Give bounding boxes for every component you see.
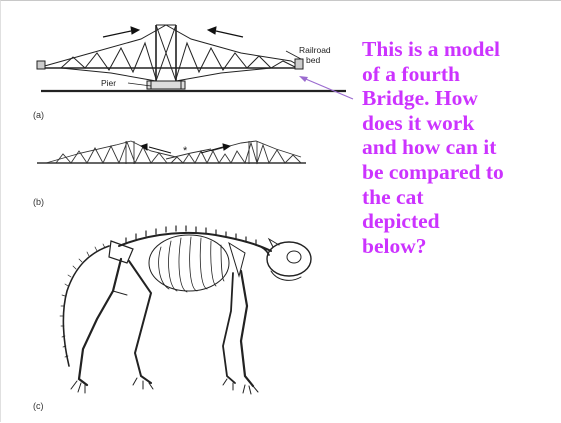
- caption-line: the cat: [362, 184, 424, 209]
- caption-line: of a fourth: [362, 61, 460, 86]
- caption-line: depicted: [362, 209, 440, 234]
- question-caption: This is a model of a fourth Bridge. How …: [362, 37, 558, 258]
- cat-skeleton-c: [59, 225, 312, 395]
- caption-line: below?: [362, 233, 427, 258]
- caption-line: be compared to: [362, 159, 504, 184]
- caption-line: does it work: [362, 110, 475, 135]
- pier-label: Pier: [101, 78, 116, 88]
- railroad-label: Railroad: [299, 45, 331, 55]
- figure-label-c: (c): [33, 401, 44, 411]
- bridge-full-b: [37, 140, 306, 165]
- caption-line: Bridge. How: [362, 86, 478, 111]
- bed-label: bed: [306, 55, 320, 65]
- figure-label-a: (a): [33, 110, 44, 120]
- pointer-arrow: [299, 76, 354, 100]
- caption-line: and how can it: [362, 135, 497, 160]
- force-arrows-a: [102, 26, 244, 38]
- force-arrows-b: [139, 143, 232, 154]
- caption-line: This is a model: [362, 37, 500, 61]
- bridge-model-a: [36, 24, 346, 93]
- star-mark: *: [183, 145, 188, 157]
- figure-label-b: (b): [33, 197, 44, 207]
